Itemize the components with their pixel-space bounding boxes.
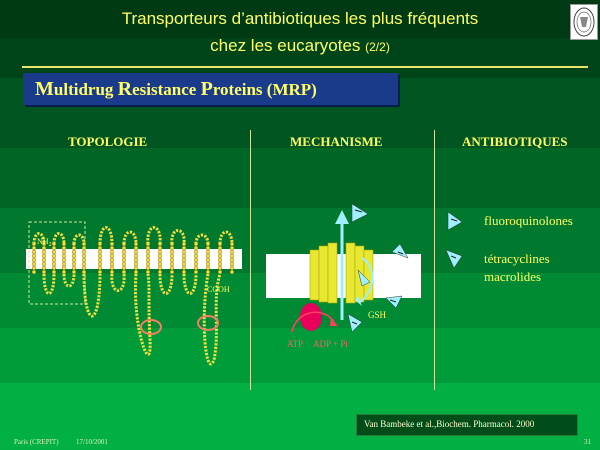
university-seal-logo (570, 4, 598, 40)
subtitle-initial-m: M (35, 78, 54, 100)
nh2-label: NH2 (37, 237, 52, 248)
adp-label: ADP + Pi (313, 339, 348, 349)
tetracycline-macrolide-icon (445, 249, 463, 269)
subtitle-part-2: esistance (132, 80, 201, 99)
column-head-antibiotiques: ANTIBIOTIQUES (462, 134, 568, 149)
gsh-arrow-head (355, 296, 362, 306)
slide-title-text: chez les eucaryotes (210, 36, 361, 55)
slide-title-line2: chez les eucaryotes (2/2) (0, 36, 600, 56)
title-rule (22, 66, 588, 68)
topology-loops (32, 226, 234, 366)
gsh-arrow (359, 257, 374, 303)
atp-binding-oval (300, 303, 322, 331)
efflux-arrow-head (335, 210, 349, 224)
nucleotide-binding-highlight-1 (140, 319, 162, 335)
nucleotide-binding-highlight-2 (197, 315, 219, 331)
gsh-label: GSH (368, 310, 387, 320)
subtitle-box: Multidrug Resistance Proteins (MRP) (23, 73, 398, 105)
atp-hydrolysis-arrow (291, 311, 335, 333)
antibiotic-molecule-4 (385, 295, 403, 309)
slide-part: (2/2) (365, 40, 390, 54)
transmembrane-helices (31, 241, 235, 275)
subtitle-part-3: roteins (MRP) (212, 80, 317, 99)
footer-location: Paris (CREPIT) (14, 438, 59, 446)
antibiotic-molecule-1 (351, 203, 369, 223)
antibiotic-molecule-3 (357, 269, 371, 287)
atp-label: ATP (287, 339, 303, 349)
reference-box: Van Bambeke et al.,Biochem. Pharmacol. 2… (356, 414, 578, 436)
subtitle: Multidrug Resistance Proteins (MRP) (35, 78, 317, 101)
footer-page-number: 31 (584, 438, 591, 446)
column-head-mechanisme: MECHANISME (290, 134, 383, 149)
antibiotic-molecule-5 (347, 313, 363, 333)
membrane-topology (26, 249, 242, 269)
antibiotic-molecule-2 (391, 243, 409, 259)
slide-title: Transporteurs d’antibiotiques les plus f… (121, 9, 479, 28)
antibiotic-macrolides: macrolides (484, 269, 542, 284)
reference-text: Van Bambeke et al.,Biochem. Pharmacol. 2… (364, 419, 535, 429)
subtitle-initial-p: P (200, 78, 213, 100)
footer-date: 17/10/2001 (76, 438, 108, 446)
atp-hydrolysis-arrow-head (330, 318, 338, 326)
cooh-label: COOH (207, 285, 230, 294)
column-head-topologie: TOPOLOGIE (68, 134, 148, 149)
subtitle-initial-r: R (117, 78, 133, 100)
fluoroquinolone-icon (447, 211, 463, 231)
antibiotic-tetracyclines: tétracyclines (484, 251, 550, 266)
column-divider-2 (434, 130, 435, 390)
antibiotic-fluoroquinolones: fluoroquinolones (484, 213, 573, 228)
subtitle-part-1: ultidrug (53, 80, 118, 99)
column-divider-1 (250, 130, 251, 390)
